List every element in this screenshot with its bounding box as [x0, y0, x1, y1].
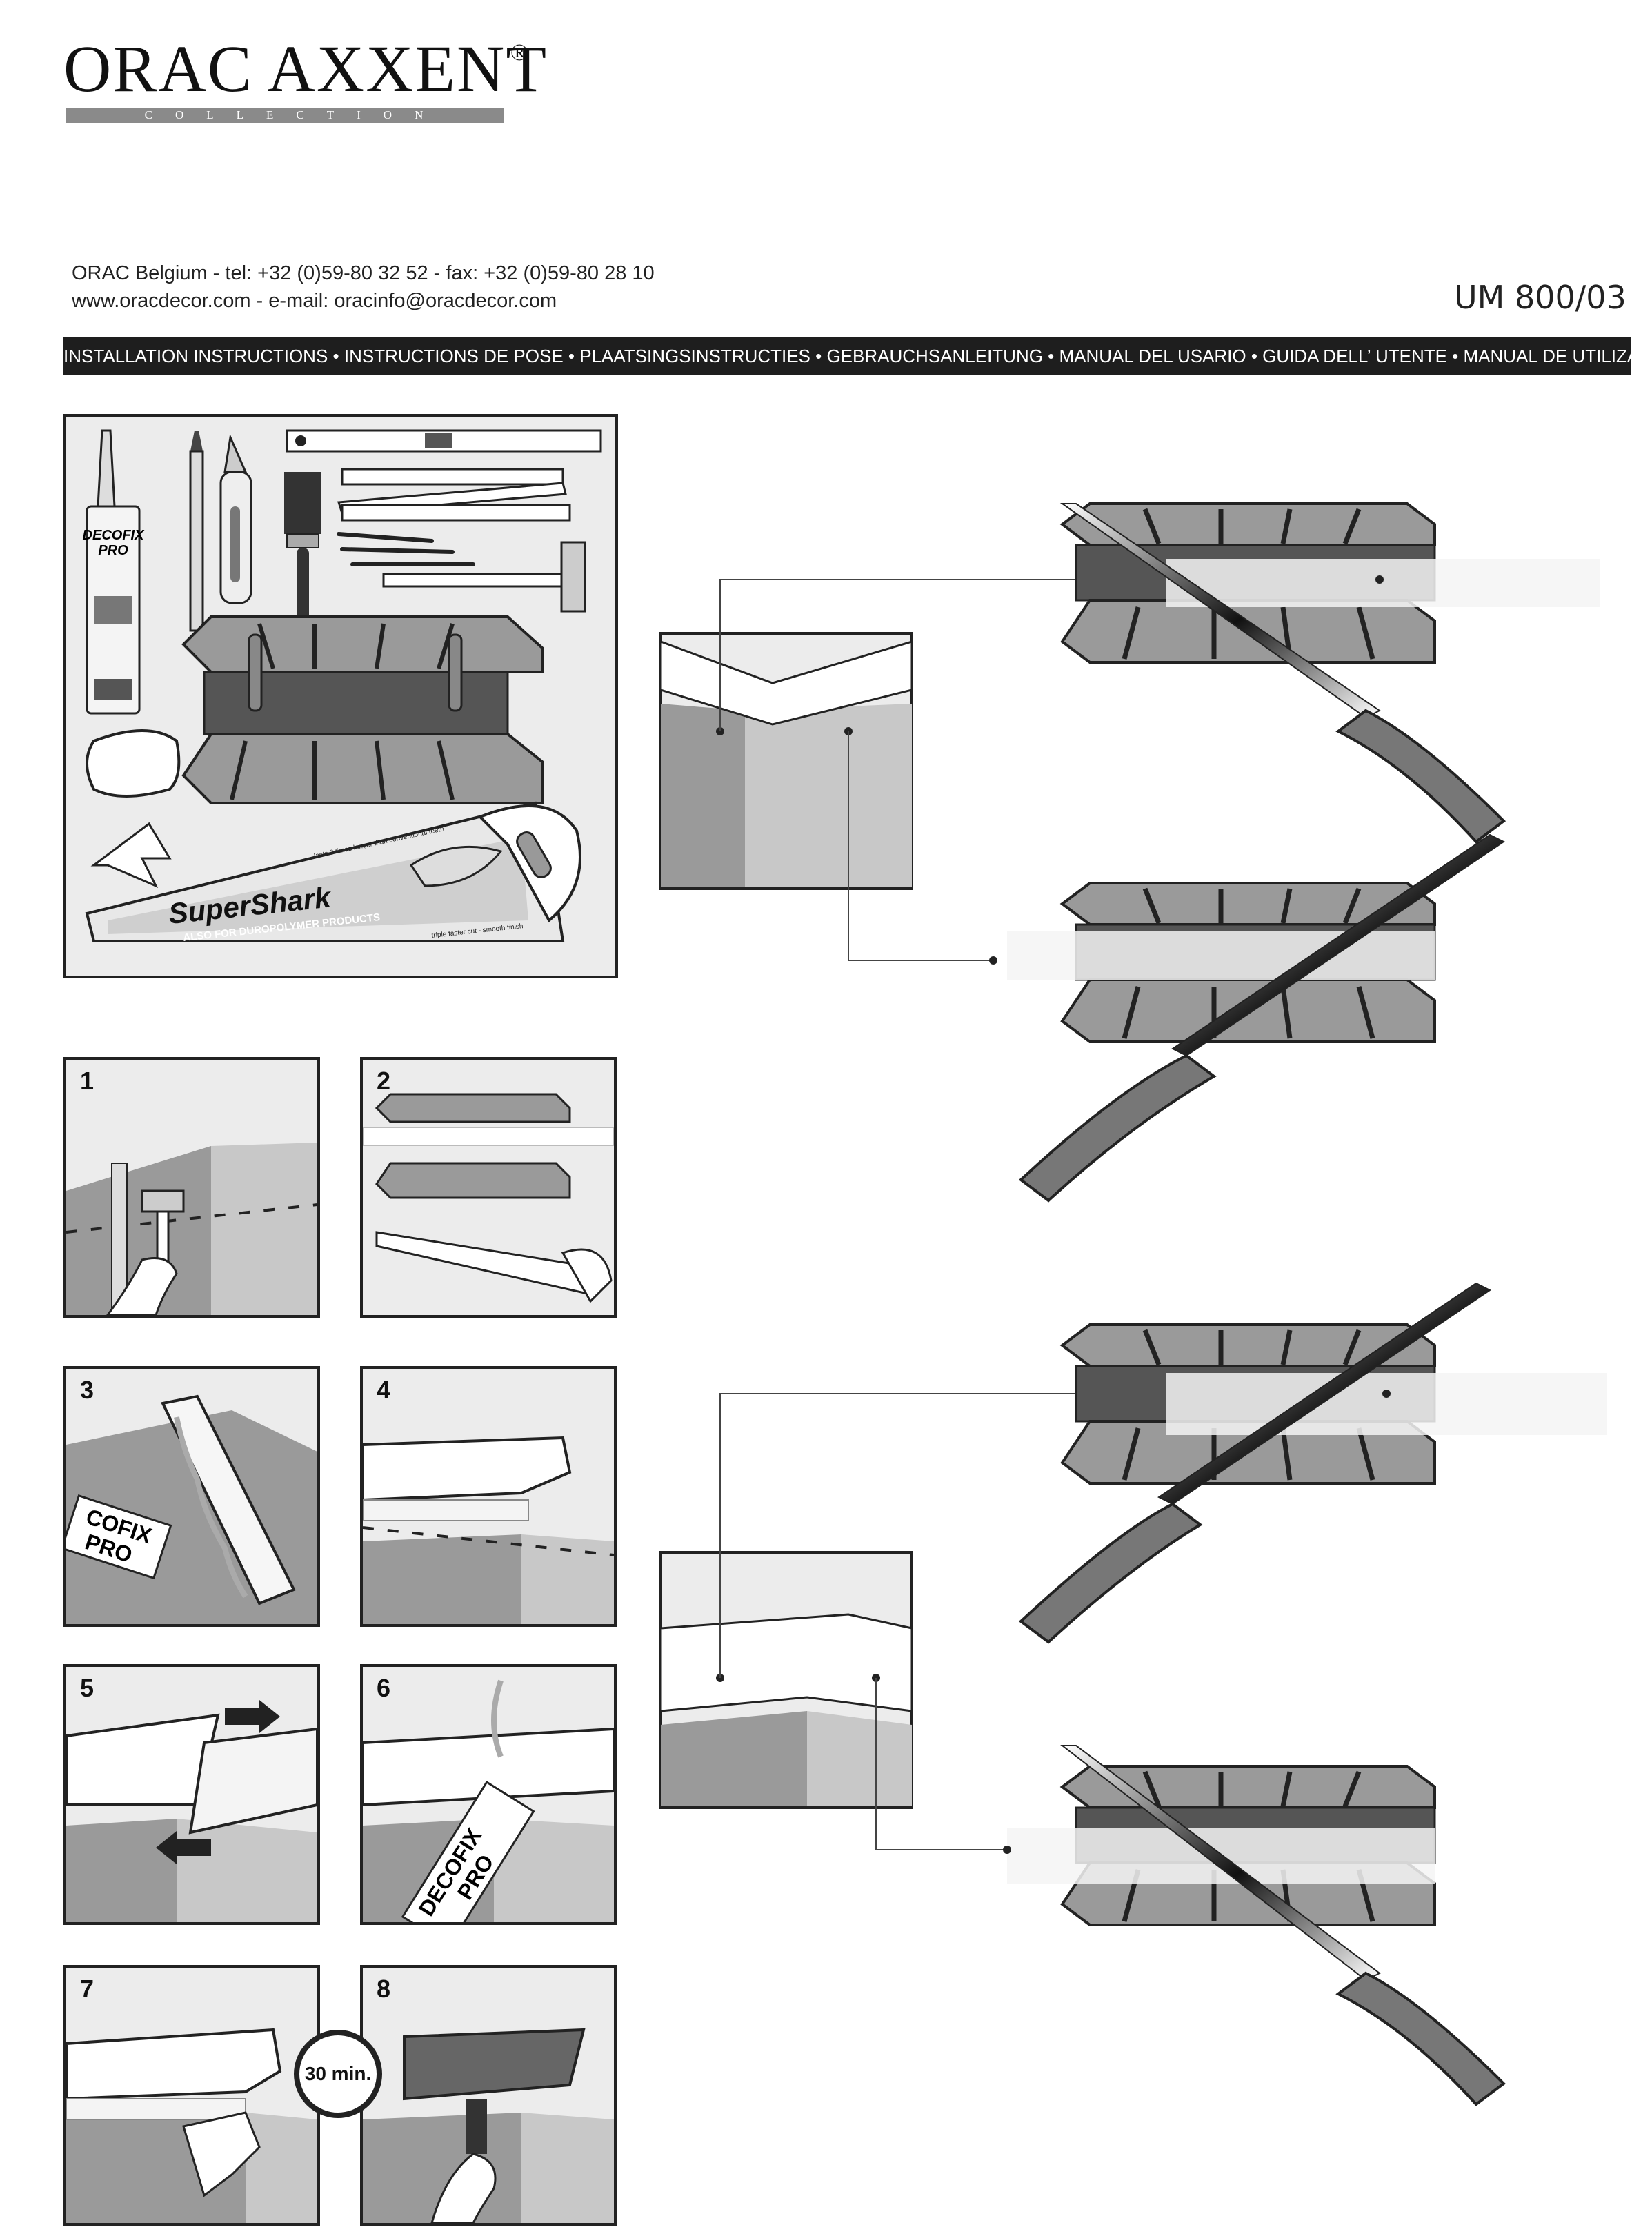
brand-name: ORAC AXXENT	[63, 32, 548, 106]
step-8-panel: 8	[360, 1965, 617, 2226]
timer-label: 30 min.	[304, 2063, 372, 2084]
mitre-diagram-d	[1007, 1745, 1506, 2106]
hand-icon	[106, 1257, 178, 1315]
step-7-illustration	[66, 2028, 317, 2223]
paint-brush-icon	[284, 472, 321, 637]
paint-brush-icon	[466, 2099, 487, 2154]
step-number: 8	[377, 1975, 391, 2003]
step-1-illustration	[66, 1143, 317, 1315]
spirit-level-icon	[286, 429, 602, 453]
instructions-languages-band: INSTALLATION INSTRUCTIONS • INSTRUCTIONS…	[63, 337, 1631, 375]
tube-label-pro: PRO	[98, 543, 128, 558]
step-number: 4	[377, 1376, 391, 1404]
step-number: 3	[80, 1376, 94, 1404]
contact-web-line: www.oracdecor.com - e-mail: oracinfo@ora…	[72, 290, 557, 312]
step-5-illustration	[66, 1700, 317, 1922]
mitre-cut-diagrams	[648, 414, 1628, 2222]
step-3-illustration: COFIX PRO	[66, 1394, 317, 1624]
mitre-diagram-b	[1007, 833, 1505, 1203]
mitre-diagram-a	[1062, 504, 1600, 844]
contact-info: ORAC Belgium - tel: +32 (0)59-80 32 52 -…	[72, 259, 655, 315]
hammer-icon	[382, 541, 586, 613]
sandpaper-icon	[90, 822, 172, 888]
saw-icon: SuperShark ALSO FOR DUROPOLYMER PRODUCTS…	[85, 801, 581, 944]
brand-logo: ORAC AXXENT ® COLLECTION	[63, 36, 546, 132]
step-number: 1	[80, 1067, 94, 1095]
timer-badge: 30 min.	[294, 2030, 382, 2118]
saw-icon	[375, 1231, 592, 1296]
step-7-panel: 7	[63, 1965, 320, 2226]
step-number: 6	[377, 1674, 391, 1702]
outer-corner-detail	[659, 1551, 913, 1809]
collection-label: COLLECTION	[66, 108, 504, 123]
mitre-diagram-c	[1018, 1282, 1607, 1644]
sponge-icon	[86, 729, 181, 798]
step-5-panel: 5	[63, 1664, 320, 1925]
step-2-illustration	[363, 1093, 614, 1303]
folding-ruler-icon	[337, 468, 571, 522]
step-4-panel: 4	[360, 1366, 617, 1627]
tools-panel: DECOFIX PRO	[63, 414, 618, 978]
pencil-icon	[189, 431, 204, 632]
step-6-illustration: DECOFIX PRO	[363, 1679, 614, 1922]
step-4-illustration	[363, 1436, 614, 1624]
step-number: 5	[80, 1674, 94, 1702]
step-2-panel: 2	[360, 1057, 617, 1318]
step-number: 2	[377, 1067, 391, 1095]
contact-phone-line: ORAC Belgium - tel: +32 (0)59-80 32 52 -…	[72, 262, 655, 284]
sandpaper-icon	[182, 2111, 261, 2197]
adhesive-tube-icon: DECOFIX PRO	[83, 429, 146, 715]
tools-illustration: DECOFIX PRO	[83, 429, 602, 944]
arrow-left-icon	[225, 1700, 280, 1733]
shark-icon	[409, 845, 503, 887]
step-3-panel: 3 COFIX PRO	[63, 1366, 320, 1627]
arrow-left-icon	[156, 1831, 211, 1864]
registered-mark: ®	[510, 40, 528, 66]
step-1-panel: 1	[63, 1057, 320, 1318]
step-8-illustration	[363, 2028, 614, 2223]
tube-label-decofix: DECOFIX	[83, 528, 146, 543]
inner-corner-detail	[659, 632, 913, 890]
step-6-panel: 6 DECOFIX PRO	[360, 1664, 617, 1925]
step-number: 7	[80, 1975, 94, 2003]
mitre-box-icon	[181, 615, 544, 804]
hand-icon	[430, 2153, 497, 2223]
nails-icon	[337, 532, 475, 566]
utility-knife-icon	[219, 433, 252, 604]
document-code: UM 800/03	[1454, 279, 1626, 316]
